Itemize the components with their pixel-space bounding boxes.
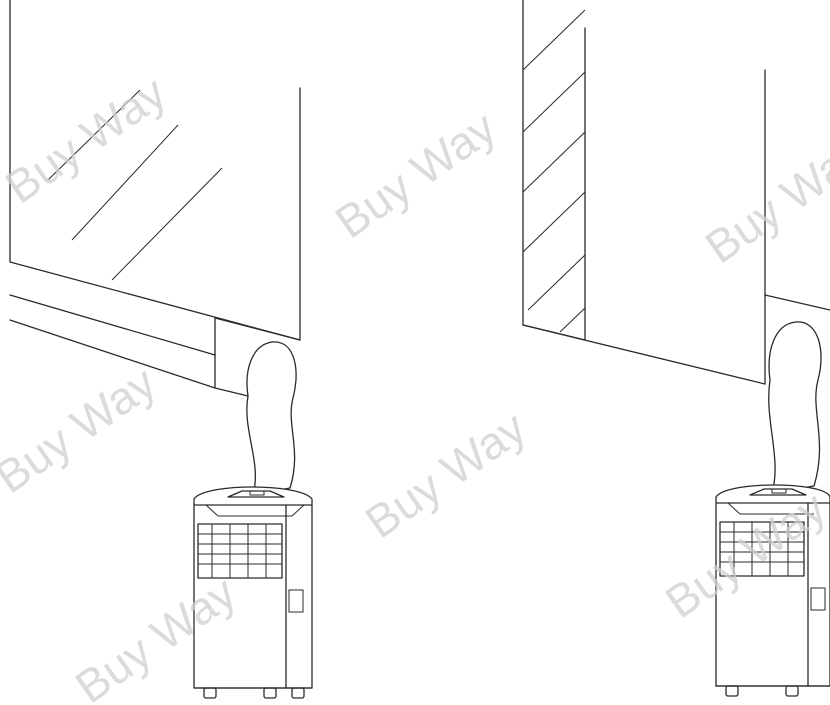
svg-text:Buy Way: Buy Way: [0, 66, 175, 213]
exhaust-hose-right: [768, 321, 822, 494]
watermarks: Buy Way Buy Way Buy Way Buy Way Buy Way …: [0, 66, 830, 705]
glass-reflection: [47, 89, 223, 281]
exhaust-hose: [246, 341, 297, 496]
window-frame: [9, 0, 301, 397]
watermark-1: Buy Way: [0, 66, 175, 213]
right-door-install: [522, 0, 830, 697]
watermark-3: Buy Way: [696, 126, 830, 273]
watermark-2: Buy Way: [326, 101, 505, 248]
watermark-5: Buy Way: [356, 401, 535, 548]
watermark-4: Buy Way: [0, 356, 165, 503]
ac-unit-right: [715, 484, 830, 697]
svg-text:Buy Way: Buy Way: [0, 356, 165, 503]
svg-text:Buy Way: Buy Way: [356, 401, 535, 548]
ac-unit-left: [193, 486, 313, 699]
door-frame: [522, 0, 830, 385]
svg-text:Buy Way: Buy Way: [326, 101, 505, 248]
left-window-install: [9, 0, 313, 699]
wall-hatch: [522, 9, 586, 333]
svg-text:Buy Way: Buy Way: [696, 126, 830, 273]
